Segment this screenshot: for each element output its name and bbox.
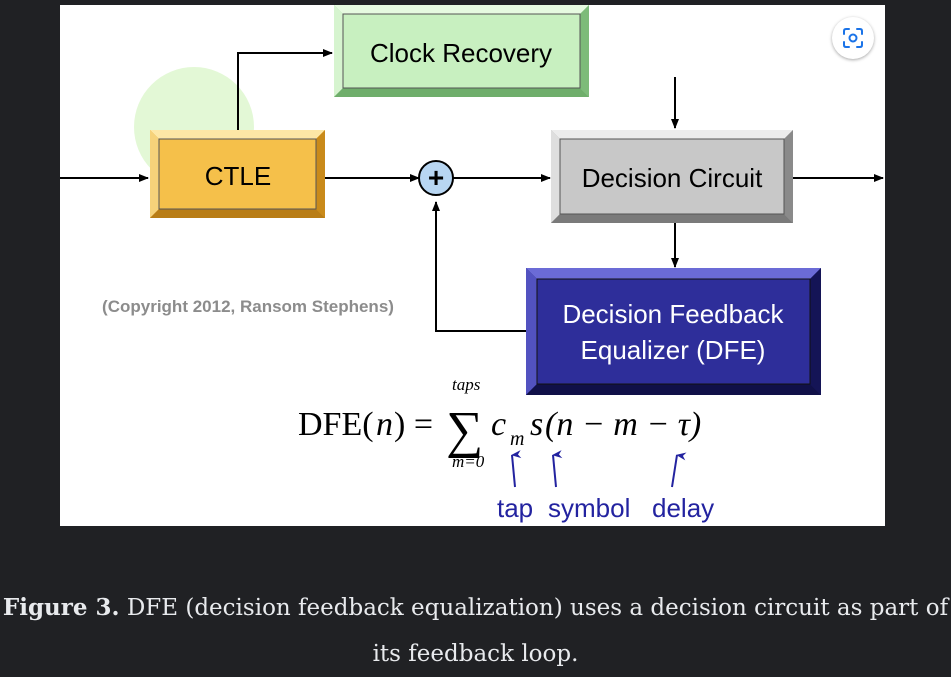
dfe-block-diagram: Clock Recovery CTLE + Decision Circuit <box>60 5 884 523</box>
equation-lhs-name: DFE( <box>298 406 374 443</box>
summer-node: + <box>418 160 454 196</box>
symbol-function: s <box>530 406 543 443</box>
decision-circuit-block: Decision Circuit <box>551 130 793 223</box>
annotation-tap: tap <box>497 493 533 523</box>
coefficient-c: c <box>491 406 506 443</box>
lens-search-button[interactable] <box>832 17 874 59</box>
dfe-equation: DFE( n ) = taps ∑ m=0 c m s (n − m − τ) <box>298 375 701 471</box>
annotation-symbol: symbol <box>548 493 630 523</box>
tap-arrow <box>511 450 522 488</box>
figure-caption: Figure 3. DFE (decision feedback equaliz… <box>0 585 951 677</box>
copyright-text: (Copyright 2012, Ransom Stephens) <box>102 297 394 316</box>
caption-text: DFE (decision feedback equalization) use… <box>126 595 949 667</box>
sum-upper-limit: taps <box>452 375 481 394</box>
to-clock-recovery-arrow <box>237 49 333 130</box>
summer-plus-symbol: + <box>428 162 444 193</box>
figure-image: Clock Recovery CTLE + Decision Circuit <box>60 5 885 526</box>
equation-lhs-close: ) = <box>394 406 433 443</box>
decision-circuit-label: Decision Circuit <box>582 163 763 193</box>
sum-sigma: ∑ <box>446 402 483 459</box>
annotation-delay: delay <box>652 493 714 523</box>
sum-lower-limit: m=0 <box>452 452 485 471</box>
equation-lhs-var: n <box>376 406 393 443</box>
lens-search-icon <box>843 28 863 48</box>
coefficient-subscript: m <box>510 428 524 450</box>
signal-lines <box>60 49 884 332</box>
clock-recovery-label: Clock Recovery <box>370 38 552 68</box>
caption-label: Figure 3. <box>2 594 120 621</box>
dfe-feedback-arrow <box>432 201 527 332</box>
symbol-arrow <box>552 450 563 488</box>
symbol-argument: (n − m − τ) <box>545 406 701 443</box>
annotation-arrows <box>511 450 687 488</box>
delay-arrow <box>671 452 687 488</box>
ctle-label: CTLE <box>205 161 271 191</box>
dfe-label-line2: Equalizer (DFE) <box>581 335 766 365</box>
dfe-label-line1: Decision Feedback <box>562 299 784 329</box>
ctle-block: CTLE <box>150 130 325 218</box>
clock-recovery-block: Clock Recovery <box>334 5 589 97</box>
dfe-block: Decision Feedback Equalizer (DFE) <box>526 268 821 395</box>
